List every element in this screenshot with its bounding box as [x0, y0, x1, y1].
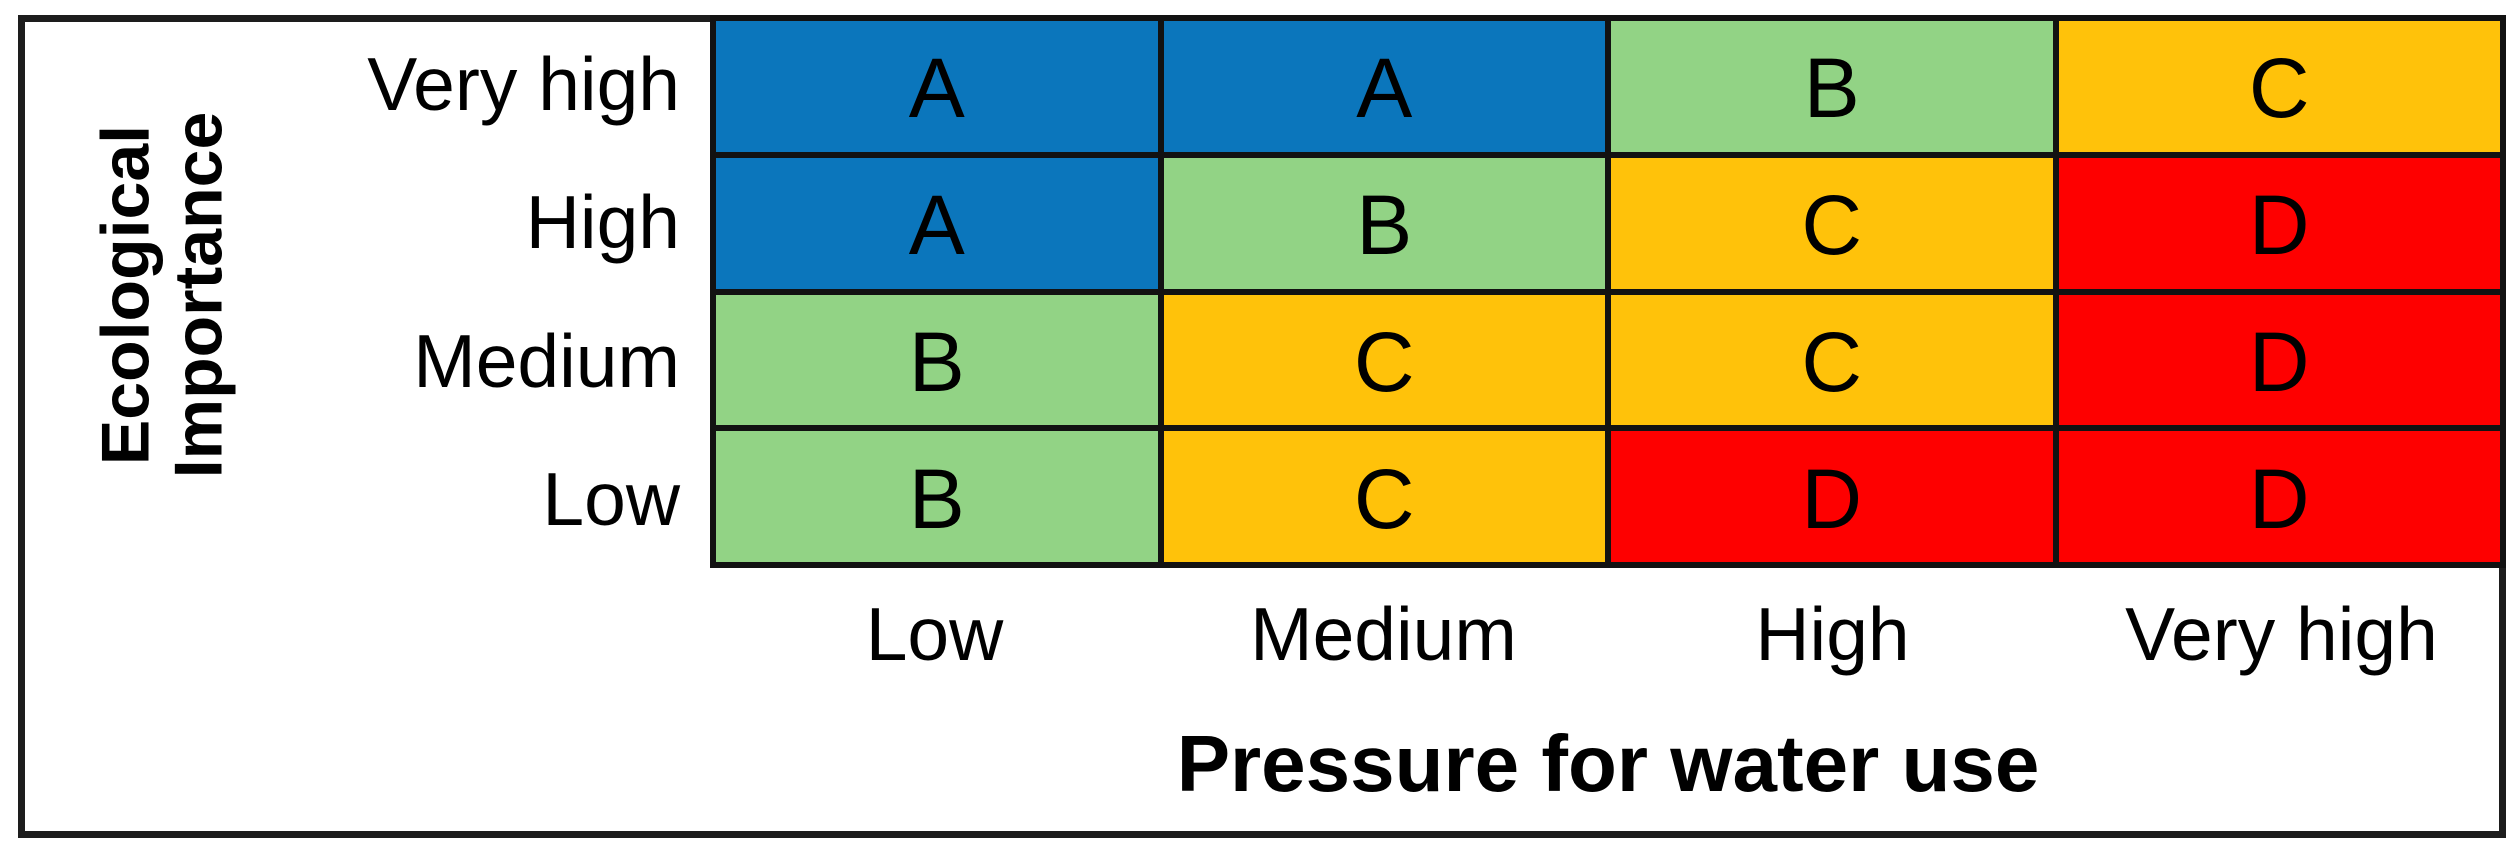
- column-label-high: High: [1755, 592, 1910, 676]
- y-axis-title: Ecological Importance: [87, 111, 237, 479]
- cell-grade-label: D: [2248, 178, 2310, 273]
- y-axis-title-line-2: Importance: [161, 111, 237, 479]
- cell-grade-label: C: [1801, 314, 1863, 409]
- matrix-cell-low-medium: C: [1163, 431, 1605, 562]
- cell-grade-label: C: [1353, 451, 1415, 546]
- matrix-cell-high-very-high: D: [2058, 157, 2500, 289]
- matrix-cell-low-high: D: [1611, 431, 2053, 562]
- matrix-cell-very-high-high: B: [1611, 21, 2053, 152]
- column-labels: Low Medium High Very high: [710, 586, 2506, 682]
- cell-grade-label: B: [908, 451, 965, 546]
- x-axis-title: Pressure for water use: [1176, 719, 2040, 808]
- matrix-cell-medium-medium: C: [1163, 294, 1605, 426]
- cell-grade-label: C: [1801, 178, 1863, 273]
- cell-grade-label: A: [908, 178, 965, 273]
- column-label-very-high: Very high: [2125, 592, 2438, 676]
- column-label-medium: Medium: [1250, 592, 1517, 676]
- cell-grade-label: B: [908, 314, 965, 409]
- cell-grade-label: C: [2248, 41, 2310, 136]
- matrix-cell-very-high-very-high: C: [2058, 21, 2500, 152]
- row-label-medium: Medium: [413, 318, 680, 403]
- matrix-cell-high-medium: B: [1163, 157, 1605, 289]
- matrix-cell-medium-low: B: [716, 294, 1158, 426]
- matrix-cell-very-high-medium: A: [1163, 21, 1605, 152]
- y-axis-title-line-1: Ecological: [87, 124, 164, 466]
- matrix-cell-low-low: B: [716, 431, 1158, 562]
- cell-grade-label: D: [2248, 314, 2310, 409]
- matrix-cell-medium-very-high: D: [2058, 294, 2500, 426]
- column-label-low: Low: [865, 592, 1004, 676]
- row-label-high: High: [525, 180, 680, 265]
- cell-grade-label: C: [1353, 314, 1415, 409]
- cell-grade-label: A: [1356, 41, 1413, 136]
- cell-grade-label: B: [1356, 178, 1413, 273]
- matrix-cell-low-very-high: D: [2058, 431, 2500, 562]
- row-label-low: Low: [542, 456, 680, 541]
- matrix-cell-very-high-low: A: [716, 21, 1158, 152]
- cell-grade-label: B: [1803, 41, 1860, 136]
- row-label-very-high: Very high: [367, 42, 680, 127]
- cell-grade-label: D: [2248, 451, 2310, 546]
- cell-grade-label: D: [1801, 451, 1863, 546]
- matrix-cell-high-low: A: [716, 157, 1158, 289]
- matrix-cell-medium-high: C: [1611, 294, 2053, 426]
- cell-grade-label: A: [908, 41, 965, 136]
- matrix-cell-high-high: C: [1611, 157, 2053, 289]
